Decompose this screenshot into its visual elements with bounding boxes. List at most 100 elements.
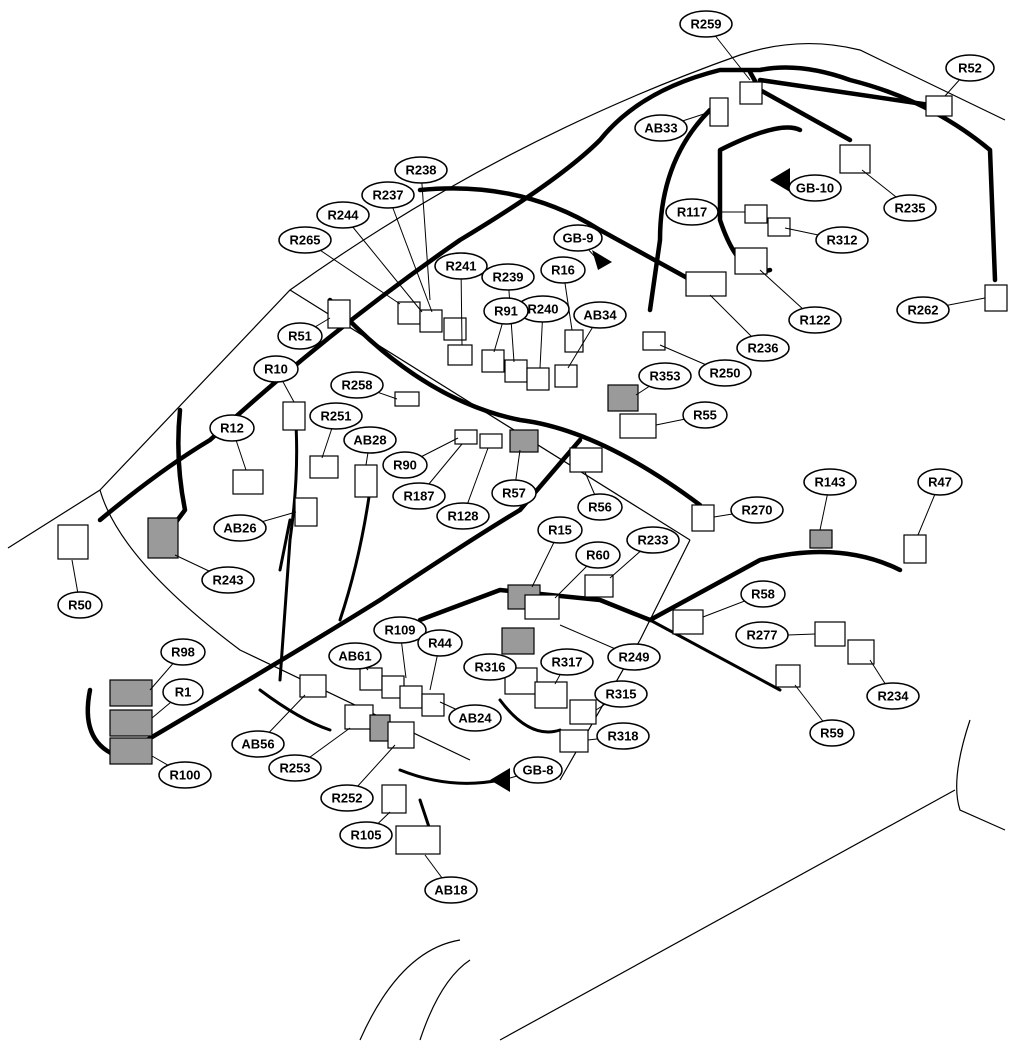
svg-text:R1: R1 [175,685,192,700]
label-r249: R249 [607,643,661,671]
svg-text:R44: R44 [428,636,453,651]
label-r234: R234 [866,682,920,710]
label-r316: R316 [463,653,517,681]
label-r315: R315 [594,680,648,708]
label-r128: R128 [436,502,490,530]
label-r258: R258 [330,371,384,399]
svg-text:R318: R318 [607,729,638,744]
svg-text:R47: R47 [928,475,952,490]
label-r187: R187 [392,482,446,510]
connectors [57,81,1008,855]
label-gb-9: GB-9 [553,224,603,252]
svg-text:R55: R55 [693,408,717,423]
label-r1: R1 [162,678,204,706]
svg-text:R312: R312 [826,233,857,248]
label-r117: R117 [665,198,719,226]
svg-text:R109: R109 [384,623,415,638]
svg-text:GB-8: GB-8 [522,763,553,778]
svg-text:R315: R315 [605,687,636,702]
svg-text:R59: R59 [820,726,844,741]
svg-text:GB-10: GB-10 [796,181,834,196]
svg-text:R250: R250 [709,366,740,381]
svg-text:R50: R50 [68,598,92,613]
vehicle-body-outline [7,42,1006,1041]
svg-text:R239: R239 [492,270,523,285]
label-gb-10: GB-10 [788,174,842,202]
label-r58: R58 [740,580,786,608]
svg-text:R253: R253 [279,761,310,776]
svg-text:R251: R251 [320,409,351,424]
svg-text:R10: R10 [264,362,288,377]
label-r262: R262 [896,296,950,324]
svg-text:R235: R235 [894,201,925,216]
gb-10-arrow-icon [770,168,790,192]
svg-text:R262: R262 [907,303,938,318]
label-r91: R91 [483,297,529,325]
svg-text:R60: R60 [586,548,610,563]
svg-text:AB56: AB56 [241,737,274,752]
label-r105: R105 [339,821,393,849]
label-r353: R353 [638,362,692,390]
svg-text:R236: R236 [747,341,778,356]
svg-text:AB61: AB61 [338,649,371,664]
ground-arrows [490,168,790,792]
label-ab61: AB61 [328,642,382,670]
label-r57: R57 [491,479,537,507]
label-r259: R259 [679,10,733,38]
svg-text:R277: R277 [746,628,777,643]
svg-text:R117: R117 [677,205,707,220]
label-r253: R253 [268,754,322,782]
svg-text:R249: R249 [618,650,649,665]
svg-text:R90: R90 [393,458,417,473]
svg-text:R57: R57 [502,486,526,501]
label-ab56: AB56 [231,730,285,758]
svg-text:R258: R258 [341,378,372,393]
label-r252: R252 [320,784,374,812]
svg-text:AB28: AB28 [353,433,386,448]
svg-text:R91: R91 [494,304,518,319]
label-ab26: AB26 [213,514,267,542]
label-r50: R50 [57,591,103,619]
svg-text:R265: R265 [289,233,320,248]
label-r47: R47 [917,468,963,496]
label-r90: R90 [382,451,428,479]
gb-9-arrow-icon [592,250,612,270]
svg-text:R15: R15 [548,523,572,538]
main-harness [85,65,998,832]
label-ab28: AB28 [343,426,397,454]
label-r277: R277 [735,621,789,649]
svg-text:AB26: AB26 [223,521,256,536]
svg-text:R187: R187 [403,489,434,504]
label-r98: R98 [160,638,206,666]
svg-text:R143: R143 [814,475,845,490]
label-r240: R240 [516,295,570,323]
svg-text:R243: R243 [212,573,243,588]
svg-text:R122: R122 [799,313,830,328]
label-r15: R15 [537,516,583,544]
svg-text:R244: R244 [327,208,359,223]
label-r239: R239 [481,263,535,291]
svg-text:R259: R259 [690,17,721,32]
label-ab24: AB24 [448,704,502,732]
label-r52: R52 [945,54,995,82]
svg-text:R58: R58 [751,587,775,602]
svg-text:R100: R100 [169,768,200,783]
label-r236: R236 [736,334,790,362]
label-r270: R270 [730,496,784,524]
leader-lines [71,23,986,891]
svg-text:R52: R52 [958,61,982,76]
label-r56: R56 [577,493,623,521]
svg-text:AB18: AB18 [434,883,467,898]
svg-text:R105: R105 [350,828,381,843]
label-r10: R10 [253,355,299,383]
label-r55: R55 [682,401,728,429]
svg-text:R12: R12 [220,421,244,436]
label-r250: R250 [698,359,752,387]
label-r241: R241 [434,252,488,280]
connector-labels: R259 R52 AB33 GB-10 R235 R117 R312 R122 … [57,10,995,904]
svg-text:R233: R233 [637,533,668,548]
label-r235: R235 [883,194,937,222]
svg-text:R240: R240 [527,302,558,317]
label-ab18: AB18 [424,876,478,904]
